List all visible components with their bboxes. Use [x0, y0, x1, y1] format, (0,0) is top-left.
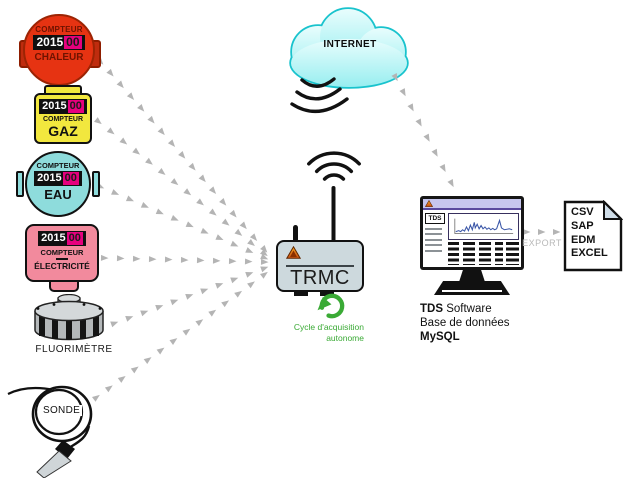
- counter-highlight-digits: 00: [64, 35, 82, 49]
- link-sonde-trmc: [92, 271, 268, 402]
- database-caption-line1: Base de données: [420, 317, 510, 329]
- counter-digits: 2015: [36, 35, 64, 49]
- internet-cloud: [289, 7, 409, 89]
- link-cloud-workstation: [391, 73, 454, 188]
- export-format: EXCEL: [571, 247, 608, 260]
- link-gaz-trmc: [94, 117, 268, 257]
- wifi-waves-icon: [307, 151, 361, 181]
- counter-digits: 2015: [42, 100, 67, 112]
- meter-eau-label: EAU: [44, 187, 72, 202]
- export-format: CSV: [571, 206, 594, 218]
- database-caption: Base de données MySQL: [420, 317, 510, 344]
- meter-gaz-label: GAZ: [48, 123, 78, 139]
- cycle-caption-line1: Cycle d'acquisition: [293, 322, 364, 332]
- meter-electricite-divider: [56, 258, 68, 260]
- sonde-label: SONDE: [41, 405, 83, 416]
- database-caption-line2: MySQL: [420, 330, 460, 343]
- screen-app-label: TDS: [425, 213, 445, 224]
- screen-main: [448, 213, 519, 265]
- counter-digits: 2015: [37, 172, 62, 184]
- meter-electricite-title: COMPTEUR: [40, 248, 84, 257]
- cycle-icon: [317, 293, 345, 319]
- meter-eau-title: COMPTEUR: [36, 161, 80, 170]
- software-name: TDS: [420, 303, 443, 315]
- monitor-keyboard-base: [434, 281, 510, 295]
- sidebar-line: [425, 238, 442, 241]
- trmc-antenna-short: [293, 225, 298, 242]
- sidebar-line: [425, 227, 442, 230]
- trmc-logo-icon: [286, 246, 301, 259]
- cycle-caption-line2: autonome: [326, 332, 364, 343]
- internet-label: INTERNET: [323, 39, 377, 50]
- screen-chart: [448, 213, 519, 240]
- screen-table: [448, 242, 519, 265]
- monitor-screen: TDS: [423, 199, 521, 267]
- link-chaleur-trmc: [96, 57, 268, 253]
- signal-waves-icon: [290, 77, 349, 113]
- meter-electricite-label: ÉLECTRICITÉ: [34, 261, 90, 271]
- fluorimetre-device: [34, 294, 104, 341]
- meter-chaleur-label: CHALEUR: [34, 52, 84, 63]
- trmc-device: TRMC: [276, 240, 364, 296]
- meter-gaz-title: COMPTEUR: [42, 116, 84, 123]
- meter-eau-tab-left: [16, 171, 24, 197]
- export-label: EXPORT: [522, 238, 562, 248]
- export-format: SAP: [571, 219, 594, 232]
- export-format: EDM: [571, 233, 596, 246]
- trmc-foot-right: [320, 291, 334, 296]
- screen-sidebar: TDS: [425, 213, 445, 265]
- counter-digits: 2015: [41, 232, 66, 244]
- link-fluorimetre-trmc: [110, 266, 269, 328]
- software-caption: TDS Software: [420, 303, 492, 315]
- sidebar-line: [425, 244, 442, 246]
- link-eau-trmc: [96, 182, 269, 260]
- counter-highlight-digits: 00: [62, 172, 79, 185]
- sonde-drawing: [7, 385, 93, 479]
- trmc-label: TRMC: [290, 267, 350, 289]
- meter-chaleur-title: COMPTEUR: [35, 25, 83, 34]
- titlebar-logo-icon: [425, 200, 433, 207]
- export-formats-list: CSV SAP EDM EXCEL: [571, 206, 608, 261]
- screen-content: TDS: [425, 213, 519, 265]
- cycle-caption: Cycle d'acquisition autonome: [272, 322, 364, 343]
- fluorimetre-label: FLUORIMÈTRE: [35, 344, 113, 355]
- workstation-monitor: TDS: [420, 196, 524, 270]
- trmc-antenna-tall: [331, 186, 336, 242]
- meter-eau-tab-right: [92, 171, 100, 197]
- trmc-foot-left: [294, 291, 308, 296]
- export-document-icon: [563, 200, 623, 272]
- keyboard-stripe: [442, 289, 502, 292]
- screen-titlebar: [423, 199, 521, 210]
- counter-highlight-digits: 00: [66, 232, 83, 245]
- sidebar-line: [425, 233, 442, 235]
- counter-highlight-digits: 00: [67, 100, 84, 113]
- trmc-divider: [286, 265, 354, 267]
- monitor-stand: [459, 270, 485, 282]
- software-name-rest: Software: [446, 303, 492, 315]
- link-electricite-trmc: [100, 254, 269, 265]
- sidebar-line: [425, 249, 442, 252]
- sonde-device: SONDE: [6, 378, 112, 479]
